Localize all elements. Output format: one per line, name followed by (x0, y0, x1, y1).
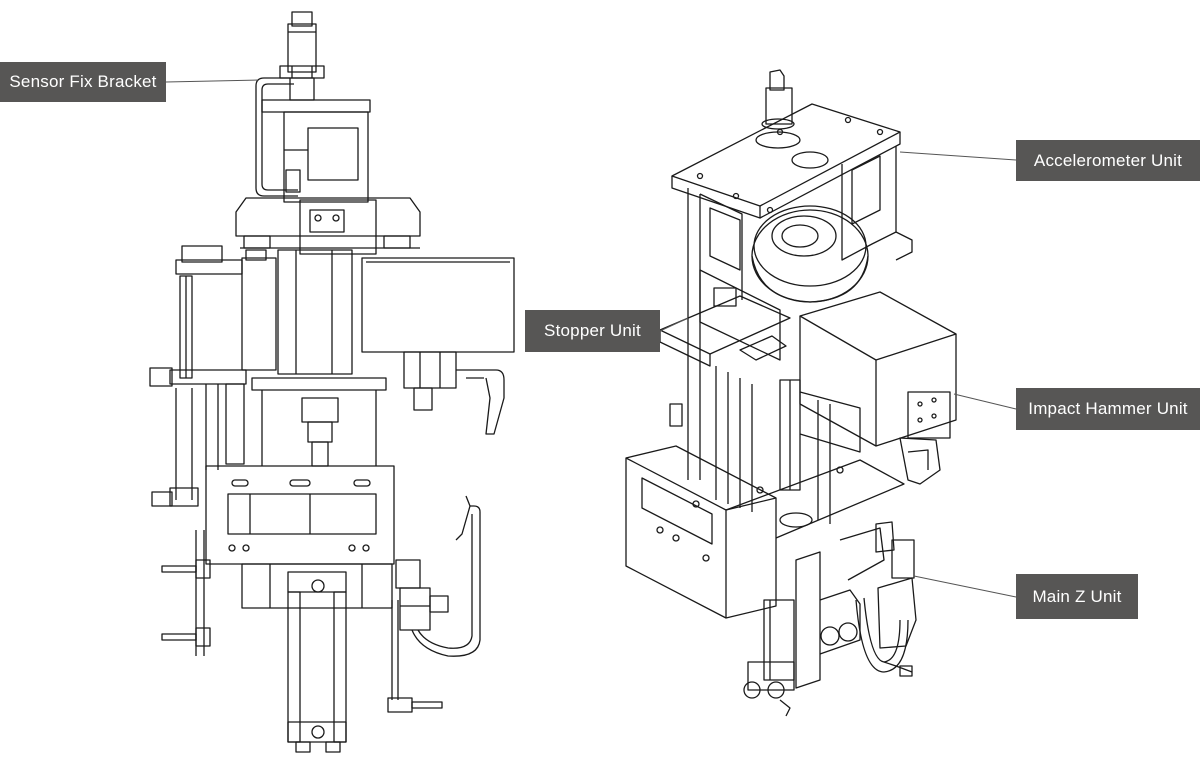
callout-main-z-unit: Main Z Unit (1016, 574, 1138, 619)
leader-accelerometer-unit (899, 151, 1017, 161)
callout-sensor-fix-bracket: Sensor Fix Bracket (0, 62, 166, 102)
leader-impact-hammer-unit (953, 393, 1017, 410)
leader-stopper-unit (659, 317, 689, 332)
leader-main-z-unit (913, 575, 1017, 598)
callout-accelerometer-unit: Accelerometer Unit (1016, 140, 1200, 181)
callout-stopper-unit: Stopper Unit (525, 310, 660, 352)
isometric-view-drawing (625, 69, 957, 717)
callout-impact-hammer-unit: Impact Hammer Unit (1016, 388, 1200, 430)
leader-sensor-fix-bracket (165, 79, 259, 83)
front-view-drawing (149, 11, 515, 753)
leader-lines (165, 79, 1017, 598)
